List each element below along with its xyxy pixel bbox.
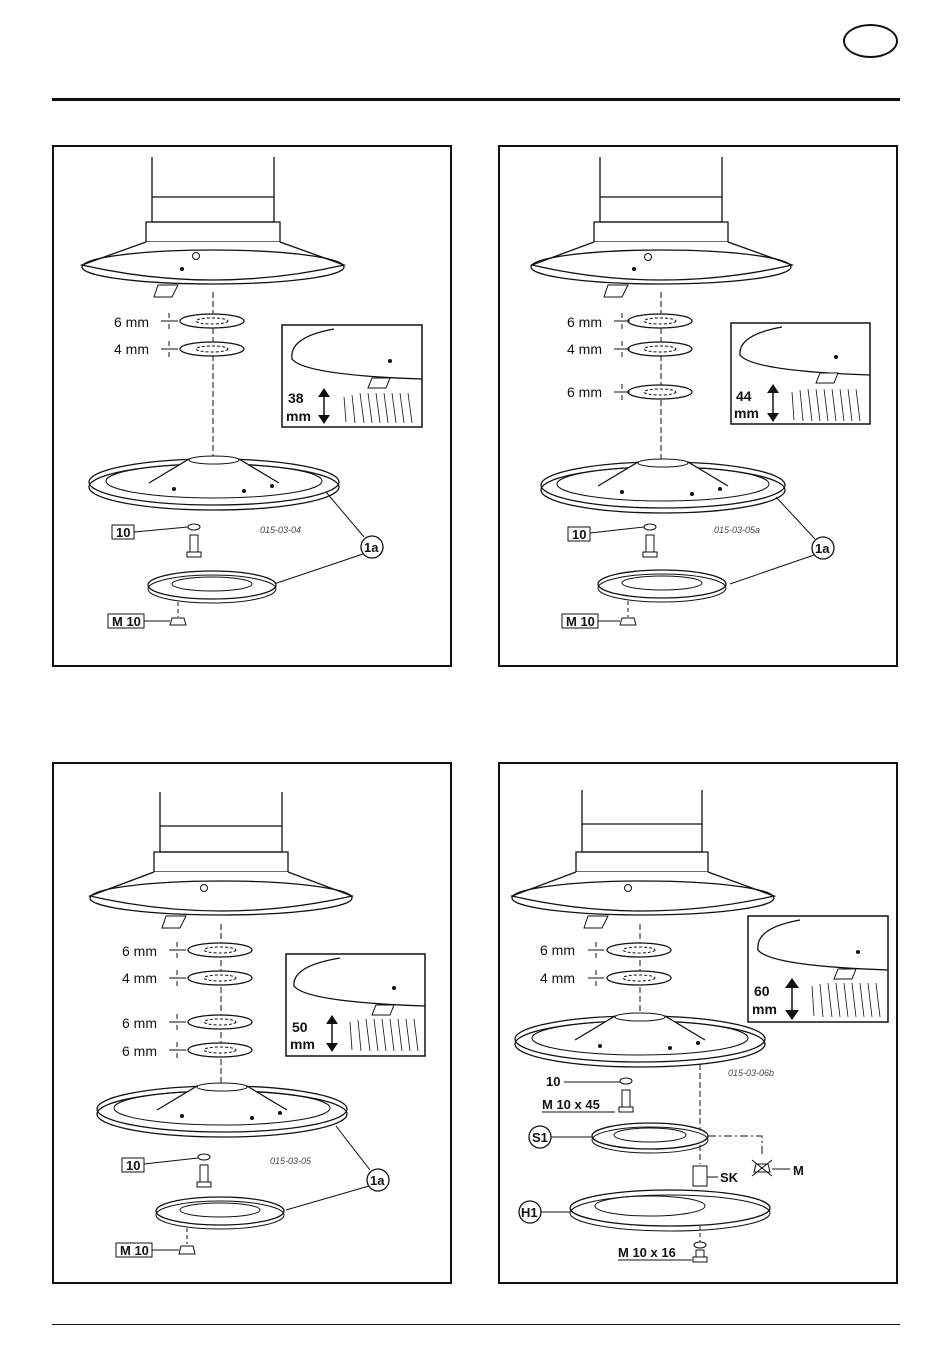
header-rule — [52, 98, 900, 101]
callout-1a: 1a — [364, 540, 379, 555]
diagram-panel-bottom-left: 6 mm 4 mm 6 mm 6 mm 50 mm 015-03-05 10 1… — [52, 762, 452, 1284]
bolt-size-label: 10 — [126, 1158, 140, 1173]
washer-label: 6 mm — [114, 314, 149, 330]
part-code: 015-03-05 — [270, 1156, 312, 1166]
assembly-diagram-top-left: 6 mm 4 mm 38 mm 015-03-04 10 1a M 10 — [54, 147, 454, 669]
inset-height-unit: mm — [752, 1001, 777, 1017]
inset-height-value: 50 — [292, 1019, 308, 1035]
inset-height-unit: mm — [290, 1036, 315, 1052]
bottom-bolt-size-label: M 10 x 16 — [618, 1245, 676, 1260]
part-code: 015-03-04 — [260, 525, 301, 535]
washer-label: 4 mm — [567, 341, 602, 357]
diagram-panel-top-right: 6 mm 4 mm 6 mm 44 mm 015-03-05a 10 1a M … — [498, 145, 898, 667]
bolt-size-label: 10 — [116, 525, 130, 540]
nut-size-label: M 10 — [112, 614, 141, 629]
washer-label: 6 mm — [122, 943, 157, 959]
inset-height-value: 60 — [754, 983, 770, 999]
washer-label: 4 mm — [114, 341, 149, 357]
assembly-diagram-top-right: 6 mm 4 mm 6 mm 44 mm 015-03-05a 10 1a M … — [500, 147, 900, 669]
part-code: 015-03-05a — [714, 525, 760, 535]
assembly-diagram-bottom-right: 6 mm 4 mm 60 mm 015-03-06b 10 M 10 x 45 … — [500, 764, 900, 1286]
callout-s1: S1 — [532, 1130, 548, 1145]
washer-label: 4 mm — [540, 970, 575, 986]
washer-label: 6 mm — [540, 942, 575, 958]
part-code: 015-03-06b — [728, 1068, 774, 1078]
nut-label: M — [793, 1163, 804, 1178]
washer-size-label: 10 — [546, 1074, 560, 1089]
inset-height-unit: mm — [734, 405, 759, 421]
washer-label: 6 mm — [567, 314, 602, 330]
washer-label: 6 mm — [567, 384, 602, 400]
callout-h1: H1 — [521, 1205, 538, 1220]
inset-height-value: 38 — [288, 390, 304, 406]
diagram-panel-top-left: 6 mm 4 mm 38 mm 015-03-04 10 1a M 10 — [52, 145, 452, 667]
diagram-panel-bottom-right: 6 mm 4 mm 60 mm 015-03-06b 10 M 10 x 45 … — [498, 762, 898, 1284]
bolt-size-label: 10 — [572, 527, 586, 542]
bolt-size-label: M 10 x 45 — [542, 1097, 600, 1112]
washer-label: 4 mm — [122, 970, 157, 986]
washer-label: 6 mm — [122, 1043, 157, 1059]
nut-size-label: M 10 — [566, 614, 595, 629]
inset-height-unit: mm — [286, 408, 311, 424]
inset-height-value: 44 — [736, 388, 752, 404]
callout-1a: 1a — [370, 1173, 385, 1188]
assembly-diagram-bottom-left: 6 mm 4 mm 6 mm 6 mm 50 mm 015-03-05 10 1… — [54, 764, 454, 1286]
sleeve-label: SK — [720, 1170, 739, 1185]
language-badge-oval — [843, 24, 898, 58]
callout-1a: 1a — [815, 541, 830, 556]
nut-size-label: M 10 — [120, 1243, 149, 1258]
washer-label: 6 mm — [122, 1015, 157, 1031]
footer-rule — [52, 1324, 900, 1325]
